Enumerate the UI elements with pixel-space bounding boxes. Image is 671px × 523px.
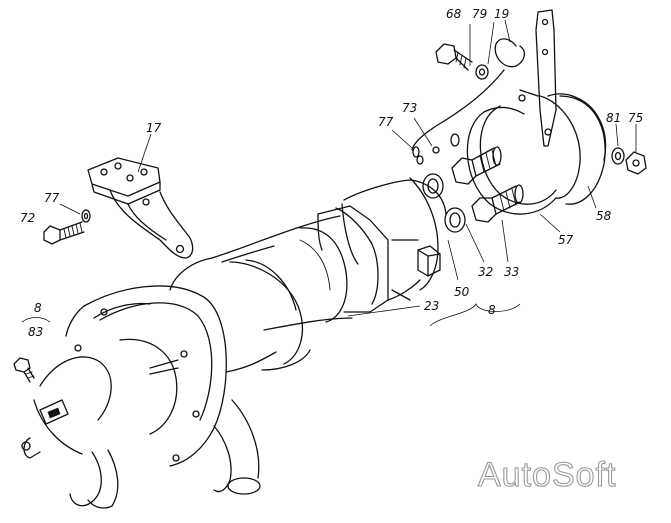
screw-83 [13, 357, 35, 383]
heater-casing [169, 215, 353, 373]
strap-19 [411, 9, 557, 151]
callout-50: 50 [454, 285, 470, 299]
washer-77-right [412, 146, 424, 165]
callout-58: 58 [596, 209, 612, 223]
callout-77-left: 77 [44, 191, 60, 205]
callout-83: 83 [28, 325, 43, 339]
combustion-housing [317, 177, 447, 313]
washer-79 [475, 64, 489, 80]
watermark-logo: AutoSoft [478, 456, 616, 494]
leader-lines [21, 19, 637, 327]
callout-labels: 68 79 19 17 73 77 77 72 81 75 58 57 32 3… [20, 7, 643, 339]
washer-77-left [81, 209, 91, 223]
callout-81: 81 [606, 111, 621, 125]
callout-68: 68 [446, 7, 462, 21]
washer-81 [611, 147, 625, 165]
fan-housing [21, 285, 227, 509]
bolt-68 [435, 43, 473, 71]
callout-8-group: 8 [488, 303, 496, 317]
bolt-72 [43, 221, 85, 245]
callout-77-right: 77 [378, 115, 394, 129]
callout-33: 33 [504, 265, 519, 279]
callout-32: 32 [478, 265, 493, 279]
nut-75 [625, 151, 647, 175]
clamp-58 [547, 93, 607, 205]
callout-73: 73 [402, 101, 417, 115]
gasket-50 [422, 173, 466, 233]
bolt-73 [432, 133, 460, 154]
callout-72: 72 [20, 211, 35, 225]
callout-79: 79 [472, 7, 487, 21]
fitting-33 [471, 184, 524, 223]
callout-75: 75 [628, 111, 643, 125]
mounting-bracket [87, 157, 194, 259]
fitting-32 [451, 146, 502, 185]
callout-19: 19 [494, 7, 509, 21]
callout-23: 23 [424, 299, 439, 313]
clamp-57 [466, 95, 581, 215]
callout-17: 17 [146, 121, 162, 135]
outlet-pipe [213, 399, 261, 495]
callout-8-front: 8 [34, 301, 42, 315]
callout-57: 57 [558, 233, 574, 247]
